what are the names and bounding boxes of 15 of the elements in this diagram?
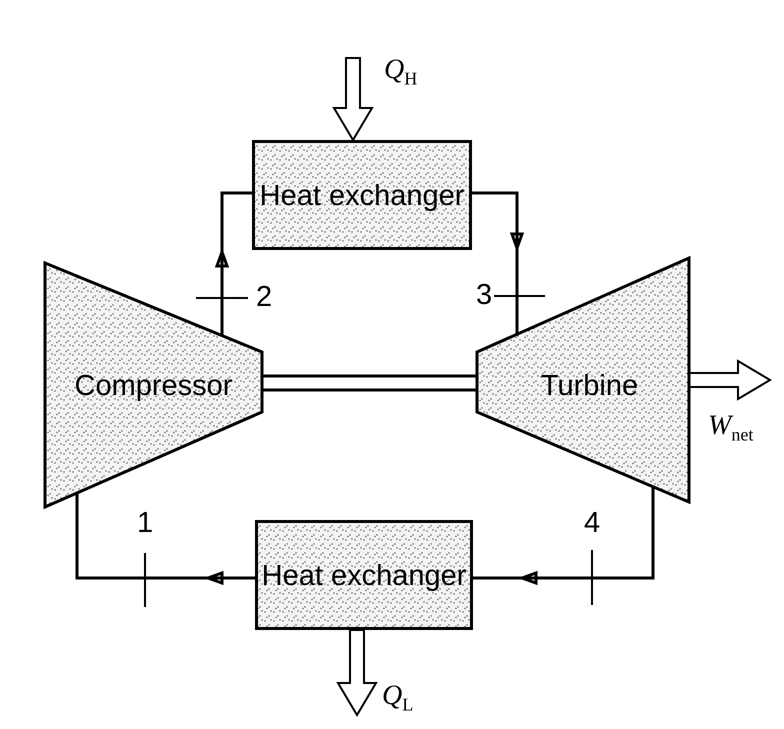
node-label: Heat exchanger	[260, 560, 468, 592]
flow-pipe	[216, 192, 254, 338]
state-number: 3	[476, 280, 492, 310]
flow-pipe	[76, 492, 256, 584]
node-label: Turbine	[540, 370, 640, 402]
node-label: Heat exchanger	[258, 180, 466, 212]
energy-arrow	[688, 359, 772, 401]
state-number: 2	[256, 282, 272, 312]
energy-arrow	[336, 629, 378, 717]
state-number: 4	[584, 508, 600, 538]
node-label: Compressor	[74, 370, 234, 402]
shaft	[260, 374, 478, 392]
energy-arrow	[332, 57, 374, 142]
state-number: 1	[137, 508, 154, 538]
flow-pipe	[472, 485, 654, 584]
